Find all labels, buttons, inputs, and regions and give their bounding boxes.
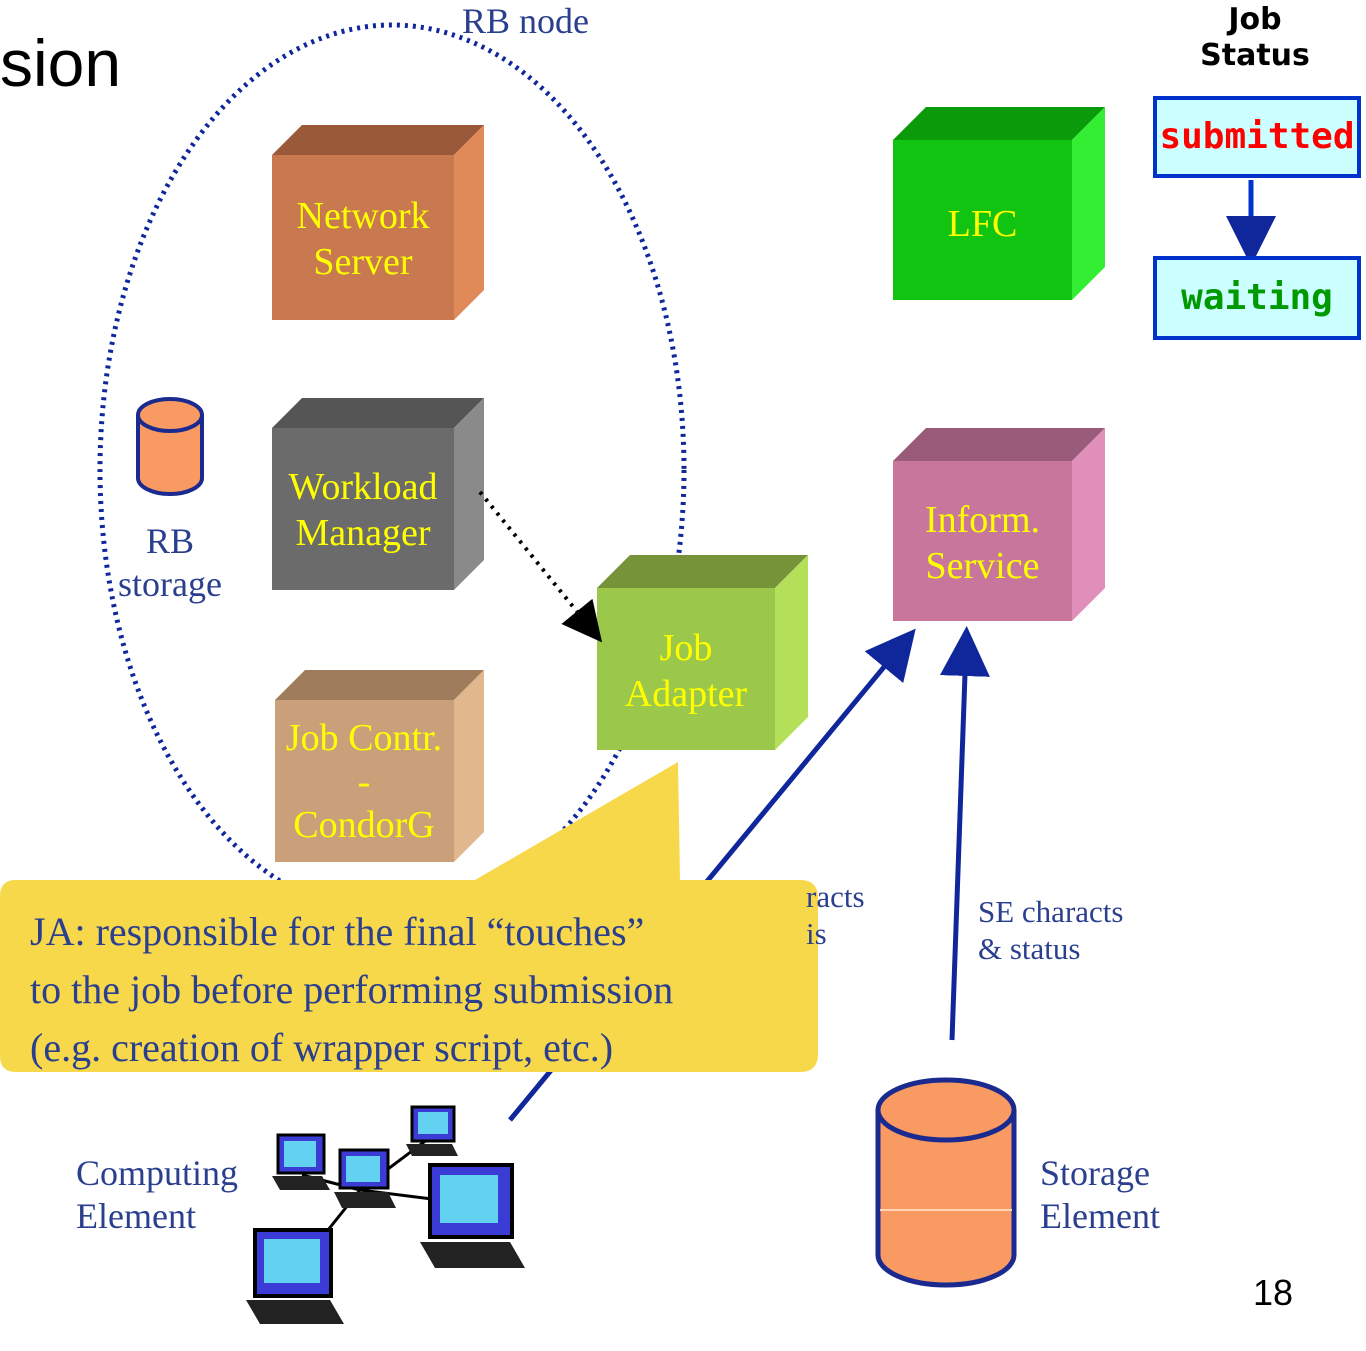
job-status-heading-line2: Status — [1200, 38, 1310, 73]
slide-title: sion — [0, 26, 122, 100]
callout-bubble — [0, 762, 818, 1072]
information-service-label-line1: Inform. — [924, 499, 1041, 541]
status-submitted: submitted — [1153, 96, 1361, 178]
storage-element-label: Storage Element — [1040, 1152, 1160, 1238]
network-server-box — [272, 125, 484, 320]
network-server-label: Network Server — [272, 194, 454, 285]
network-server-label-line2: Server — [313, 240, 413, 283]
wm-to-ja-arrow — [478, 490, 603, 643]
computing-element-label-line2: Element — [76, 1196, 196, 1237]
storage-element-label-line1: Storage — [1040, 1153, 1150, 1193]
callout-text-line1: JA: responsible for the final “touches” — [30, 909, 645, 954]
rb-storage-label-line1: RB — [145, 521, 195, 561]
computing-element-network-icon — [246, 1105, 525, 1324]
information-service-label-line2: Service — [925, 544, 1040, 587]
job-controller-label-line1: Job Contr. — [285, 717, 443, 759]
callout-text: JA: responsible for the final “touches” … — [30, 903, 673, 1077]
rb-storage-label-line2: storage — [118, 564, 222, 605]
job-adapter-box — [597, 555, 808, 750]
ce-status-label-line2: is — [806, 916, 827, 952]
se-status-label: SE characts & status — [978, 893, 1123, 967]
storage-element-label-line2: Element — [1040, 1196, 1160, 1237]
rb-storage-label: RB storage — [110, 520, 230, 606]
callout-text-line2: to the job before performing submission — [30, 967, 674, 1012]
job-status-heading-line1: Job — [1228, 2, 1282, 37]
workload-manager-box — [272, 398, 484, 590]
rb-storage-cylinder-icon — [136, 397, 204, 496]
storage-element-cylinder-icon — [875, 1077, 1017, 1288]
workload-manager-label-line1: Workload — [288, 466, 438, 508]
status-waiting: waiting — [1153, 256, 1361, 340]
job-controller-label: Job Contr. - CondorG — [268, 717, 460, 848]
information-service-box — [893, 428, 1105, 621]
job-adapter-label-line1: Job — [659, 627, 713, 669]
callout-text-line3: (e.g. creation of wrapper script, etc.) — [30, 1025, 614, 1070]
se-status-label-line1: SE characts — [978, 894, 1124, 929]
workload-manager-label-line2: Manager — [295, 511, 431, 554]
lfc-box — [893, 107, 1105, 300]
job-controller-box — [275, 670, 484, 862]
job-adapter-label-line2: Adapter — [624, 672, 748, 715]
job-controller-label-line2: - — [357, 760, 371, 803]
ce-status-label: racts is — [806, 878, 865, 952]
computing-element-label-line1: Computing — [76, 1153, 239, 1193]
information-service-label: Inform. Service — [893, 498, 1072, 589]
se-to-is-arrow — [939, 626, 990, 1041]
page-number: 18 — [1253, 1272, 1294, 1313]
job-status-heading: Job Status — [1160, 2, 1350, 74]
workload-manager-label: Workload Manager — [268, 465, 458, 556]
computing-element-label: Computing Element — [76, 1152, 238, 1238]
lfc-label: LFC — [947, 203, 1018, 245]
se-status-label-line2: & status — [978, 931, 1081, 967]
ce-status-label-line1: racts — [806, 879, 865, 914]
network-server-label-line1: Network — [296, 195, 430, 237]
job-controller-label-line3: CondorG — [293, 804, 435, 847]
job-adapter-label: Job Adapter — [597, 626, 775, 717]
rb-node-label: RB node — [462, 1, 590, 41]
